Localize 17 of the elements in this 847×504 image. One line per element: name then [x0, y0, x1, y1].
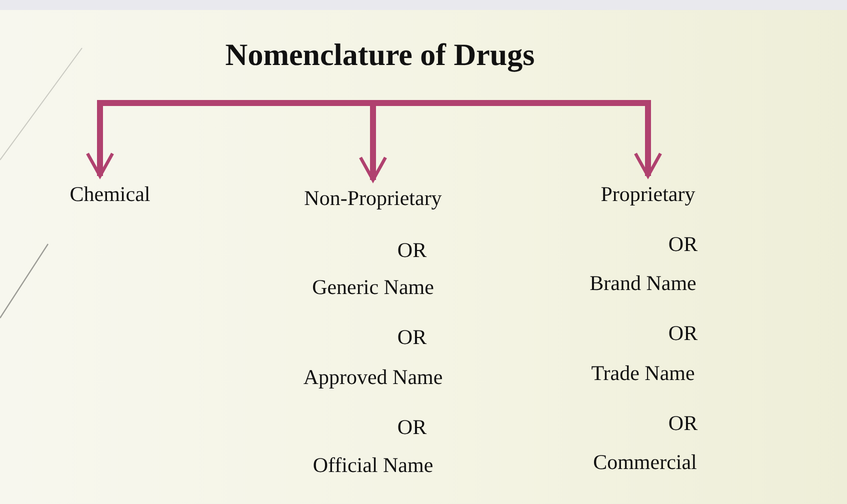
branch-arrow — [377, 99, 662, 178]
category-label: Trade Name — [591, 361, 695, 386]
category-label: OR — [397, 325, 427, 350]
category-label: OR — [397, 415, 427, 440]
category-label: OR — [668, 411, 698, 436]
category-label: OR — [668, 321, 698, 346]
category-label: Brand Name — [590, 271, 696, 296]
category-label: Generic Name — [312, 275, 434, 300]
category-label: Non-Proprietary — [304, 186, 442, 212]
category-label: Commercial — [593, 450, 697, 476]
category-label: Approved Name — [303, 365, 443, 390]
root-node-label: Nomenclature of Drugs — [225, 36, 535, 74]
category-label: Official Name — [312, 453, 434, 478]
category-label: OR — [668, 232, 698, 258]
category-label: Chemical — [70, 182, 150, 208]
category-label: Proprietary — [600, 182, 696, 208]
category-label: OR — [397, 238, 427, 264]
